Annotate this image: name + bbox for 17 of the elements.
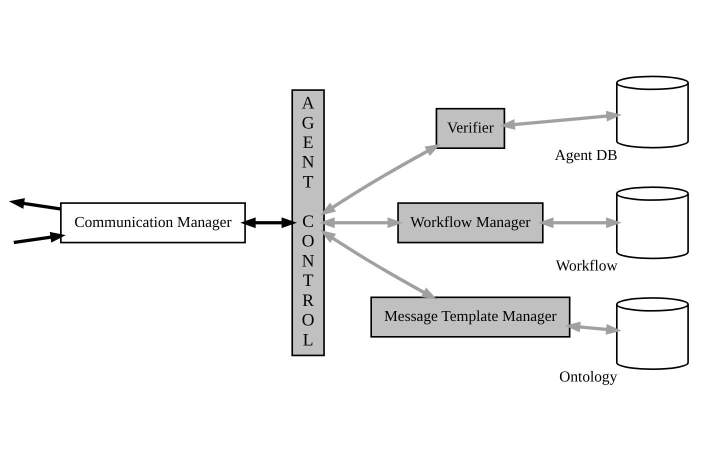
arrow xyxy=(8,198,62,210)
node-label: Ontology xyxy=(559,368,618,385)
arrow xyxy=(320,230,438,300)
node-box: Verifier xyxy=(436,107,506,149)
arrow xyxy=(500,110,622,130)
node-box: Communication Manager xyxy=(60,202,246,243)
arrow xyxy=(538,216,622,228)
arrow xyxy=(319,216,403,228)
node-box: Message Template Manager xyxy=(370,296,570,338)
node-box: AGENT CONTROL xyxy=(291,88,325,356)
arrow xyxy=(14,231,66,244)
node-label: Workflow xyxy=(556,257,618,274)
arrow xyxy=(564,321,622,334)
arrow xyxy=(240,216,297,228)
node-box: Workflow Manager xyxy=(397,202,544,243)
arrow xyxy=(320,143,441,216)
node-label: Agent DB xyxy=(554,146,618,164)
